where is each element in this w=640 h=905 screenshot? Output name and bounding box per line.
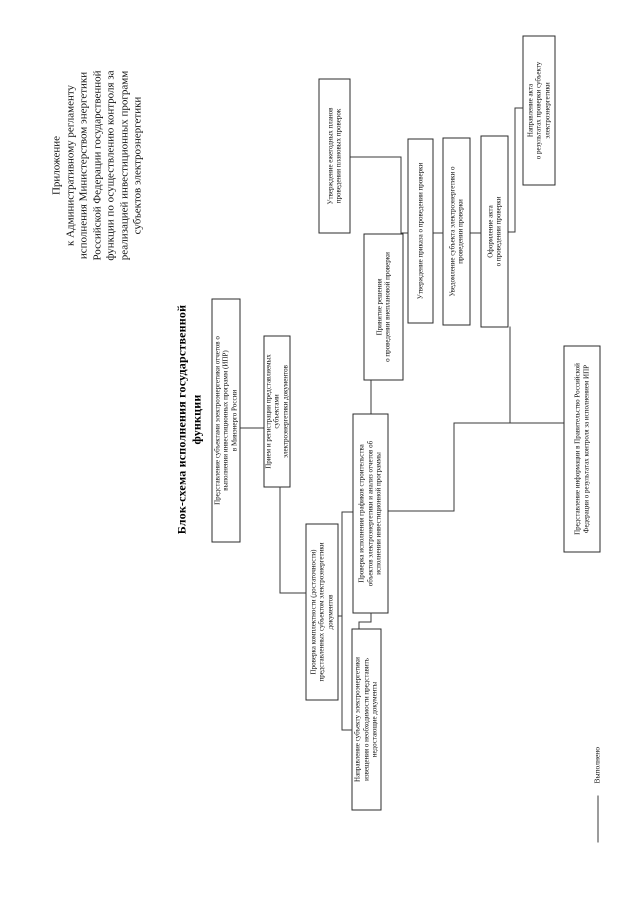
connector-line bbox=[388, 510, 454, 511]
connector-line bbox=[358, 621, 371, 622]
flow-box-decision-unplanned: Принятие решения о проведении внепланово… bbox=[363, 233, 403, 380]
connector-line bbox=[400, 156, 401, 233]
connector-line bbox=[514, 107, 523, 108]
connector-line bbox=[279, 592, 306, 593]
flow-box-approve-annual-plans: Утверждение ежегодных планов проведения … bbox=[318, 78, 350, 233]
connector-line bbox=[358, 622, 359, 628]
flow-box-label: Уведомление субъекта электроэнергетики о… bbox=[447, 165, 464, 297]
flow-box-draw-up-act: Оформление акта о проведении проверки bbox=[480, 135, 508, 327]
flow-box-receive-register: Прием и регистрация представляемых субъе… bbox=[263, 335, 290, 487]
flow-box-label: Прием и регистрация представляемых субъе… bbox=[263, 353, 289, 469]
connector-line bbox=[470, 232, 481, 233]
flow-box-label: Представление субъектами электроэнергети… bbox=[212, 335, 238, 505]
flow-box-approve-order: Утверждение приказа о проведении проверк… bbox=[407, 138, 433, 323]
connector-line bbox=[433, 232, 443, 233]
flow-box-label: Представление информации в Правительство… bbox=[573, 362, 590, 535]
flow-box-label: Направление акта о результатах проверки … bbox=[525, 61, 551, 159]
connector-line bbox=[341, 729, 352, 730]
connector-line bbox=[370, 380, 371, 413]
connector-line bbox=[279, 486, 280, 593]
flow-box-label: Проверка комплектности (достаточности) п… bbox=[308, 542, 334, 682]
flowchart-title: Блок-схема исполнения государственной фу… bbox=[174, 304, 203, 534]
flow-box-label: Проверка исполнения графиков строительст… bbox=[357, 440, 383, 586]
flow-box-label: Утверждение приказа о проведении проверк… bbox=[415, 162, 424, 299]
flow-box-request-missing-docs: Направление субъекту электроэнергетики и… bbox=[351, 628, 381, 810]
connector-line bbox=[240, 427, 263, 428]
flow-box-check-schedule: Проверка исполнения графиков строительст… bbox=[352, 413, 388, 613]
connector-line bbox=[453, 422, 563, 423]
connector-line bbox=[514, 107, 515, 232]
flow-box-label: Направление субъекту электроэнергетики и… bbox=[353, 656, 379, 782]
connector-line bbox=[400, 232, 408, 233]
flow-box-inform-government: Представление информации в Правительство… bbox=[563, 345, 600, 552]
flow-box-label: Принятие решения о проведении внепланово… bbox=[374, 251, 391, 362]
connector-line bbox=[453, 422, 454, 511]
flow-box-notify-subject: Уведомление субъекта электроэнергетики о… bbox=[442, 137, 470, 325]
flow-box-check-completeness: Проверка комплектности (достаточности) п… bbox=[305, 523, 338, 700]
appendix-header: Приложение к Административному регламент… bbox=[50, 69, 143, 261]
connector-line bbox=[341, 511, 342, 730]
connector-line bbox=[350, 156, 401, 157]
flow-box-label: Оформление акта о проведении проверки bbox=[485, 196, 502, 266]
flow-box-submit-reports: Представление субъектами электроэнергети… bbox=[211, 298, 240, 542]
flow-box-send-act: Направление акта о результатах проверки … bbox=[522, 35, 555, 185]
legend-line bbox=[597, 795, 598, 842]
flow-box-label: Утверждение ежегодных планов проведения … bbox=[325, 107, 342, 204]
connector-line bbox=[341, 511, 352, 512]
connector-line bbox=[509, 326, 510, 423]
connector-line bbox=[370, 612, 371, 622]
legend-label: Выполнено bbox=[592, 746, 601, 783]
